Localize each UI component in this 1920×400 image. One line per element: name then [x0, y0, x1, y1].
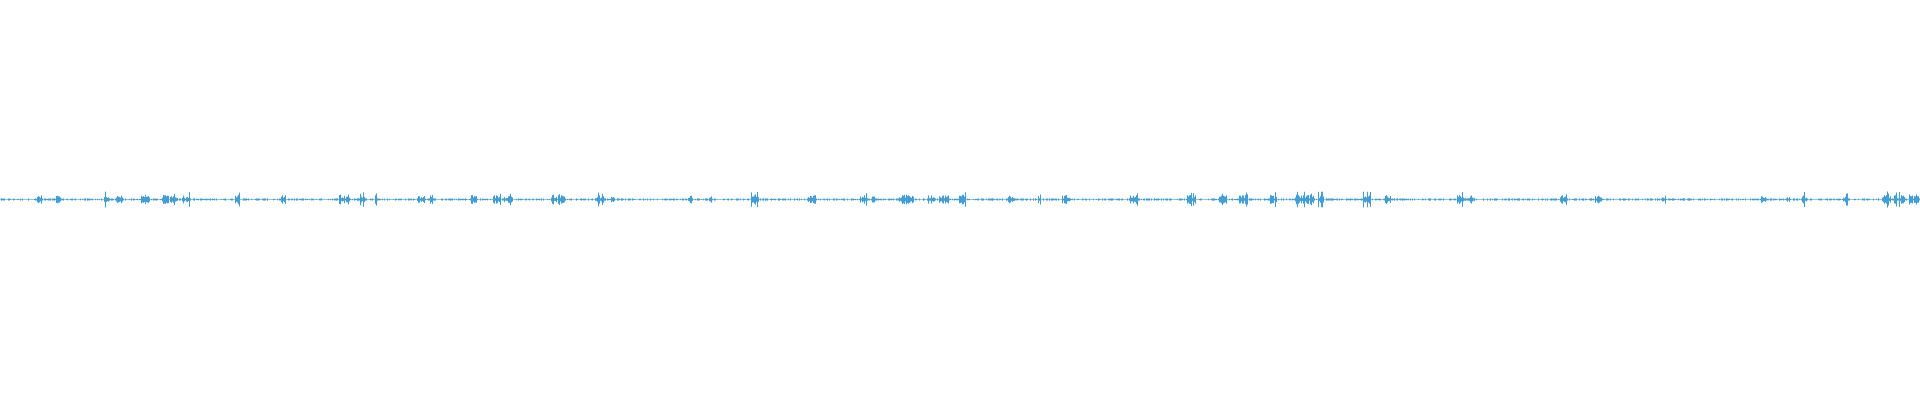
waveform-peaks: [1, 191, 1920, 208]
